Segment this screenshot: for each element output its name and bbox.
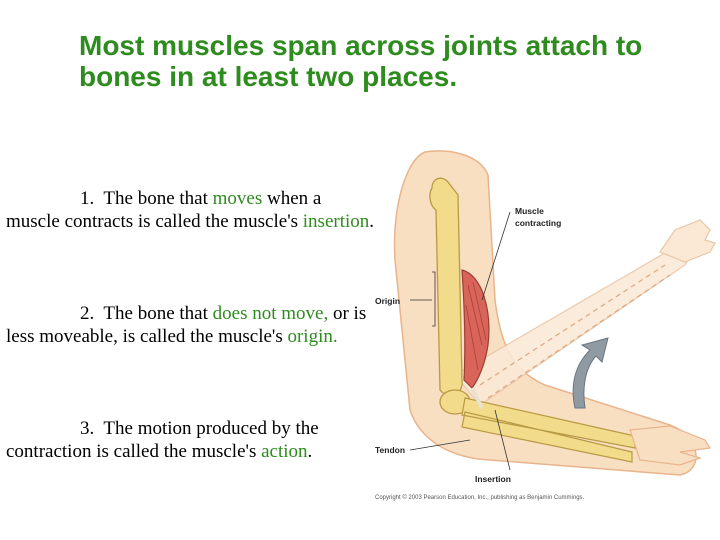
tendon xyxy=(470,387,484,409)
point-text: . xyxy=(369,211,375,232)
point-number: 3. xyxy=(80,418,95,439)
highlight-term: action xyxy=(261,441,308,462)
highlight-term: origin. xyxy=(287,326,338,347)
highlight-term: does not move, xyxy=(212,303,329,324)
point-text: when a muscle contracts is called the mu… xyxy=(6,188,322,232)
point-number: 2. xyxy=(80,303,95,324)
lower-hand xyxy=(629,425,712,466)
label-tendon: Tendon xyxy=(375,445,405,455)
point-text: . xyxy=(307,441,313,462)
point-insertion: 1. The bone that moves when a muscle con… xyxy=(6,187,376,233)
point-number: 1. xyxy=(80,188,95,209)
motion-arrow xyxy=(572,337,609,409)
copyright-notice: Copyright © 2003 Pearson Education, Inc.… xyxy=(375,494,585,501)
point-action: 3. The motion produced by the contractio… xyxy=(6,417,376,463)
arm-muscle-diagram: Muscle contracting Origin Tendon Inserti… xyxy=(375,150,716,501)
leader-lines xyxy=(409,211,511,471)
raised-bone-dashed xyxy=(479,264,671,399)
label-muscle-contracting: Muscle xyxy=(515,206,544,216)
point-origin: 2. The bone that does not move, or is le… xyxy=(6,302,376,348)
raised-hand-ghost xyxy=(659,219,716,263)
highlight-term: moves xyxy=(212,188,263,209)
label-insertion: Insertion xyxy=(475,474,511,484)
biceps-striations xyxy=(465,281,487,371)
point-text: or is less moveable, is called the muscl… xyxy=(6,303,367,347)
label-origin: Origin xyxy=(375,296,400,306)
point-text: The motion produced by the contraction i… xyxy=(6,418,319,462)
forearm-bones xyxy=(461,397,636,463)
upper-arm-skin xyxy=(393,150,697,476)
label-muscle-contracting: contracting xyxy=(515,218,561,228)
highlight-term: insertion xyxy=(302,211,370,232)
point-text: The bone that xyxy=(103,303,213,324)
point-text: The bone that xyxy=(103,188,213,209)
slide-title: Most muscles span across joints attach t… xyxy=(79,30,643,92)
